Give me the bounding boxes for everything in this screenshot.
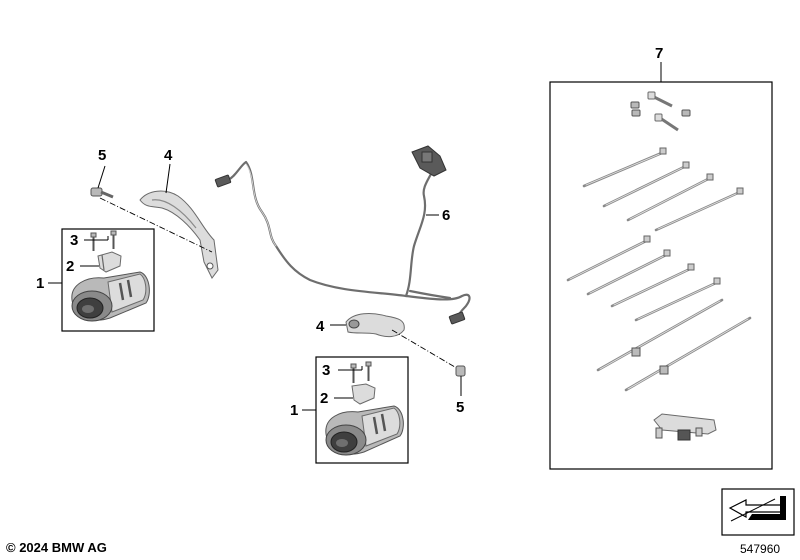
callout-7: 7	[655, 45, 663, 62]
callout-6: 6	[442, 207, 450, 224]
fog-light-kit-left	[48, 228, 155, 332]
kit-box	[549, 81, 773, 470]
assembly-axis-left	[99, 197, 213, 253]
kit-fasteners	[630, 91, 691, 132]
orientation-box	[721, 488, 795, 536]
screw-right-3	[350, 361, 372, 383]
copyright-label: © 2024 BMW AG	[6, 540, 107, 555]
bolt-right-5	[455, 365, 466, 396]
callout-4-right: 4	[316, 318, 325, 335]
mount-bracket-right-2	[351, 383, 376, 405]
fog-light-right-1	[325, 405, 404, 456]
wiring-harness-6	[214, 145, 471, 325]
callout-5-left: 5	[98, 147, 106, 164]
cable-ties	[566, 147, 752, 392]
bolt-left-5	[90, 165, 114, 199]
fog-light-box-left	[61, 228, 155, 332]
assembly-axis-right	[391, 329, 461, 371]
switch-connector	[411, 145, 447, 177]
callout-5-right: 5	[456, 399, 464, 416]
callout-2-right: 2	[320, 390, 328, 407]
connector-right	[448, 311, 466, 325]
connector-left	[214, 174, 232, 188]
bracket-left-4	[139, 163, 219, 279]
callout-1-left: 1	[36, 275, 44, 292]
fog-light-kit-right	[302, 356, 409, 464]
callout-1-right: 1	[290, 402, 298, 419]
screw-left-3	[90, 230, 117, 251]
mount-bracket-left-2	[97, 251, 122, 273]
callout-2-left: 2	[66, 258, 74, 275]
callout-4-left: 4	[164, 147, 173, 164]
diagram-number-label: 547960	[740, 542, 781, 556]
left-pointing-arrow-icon	[728, 496, 786, 522]
small-parts-kit-7	[549, 62, 773, 470]
clip-holder	[653, 413, 717, 441]
callout-3-right: 3	[322, 362, 330, 379]
fog-light-left-1	[71, 271, 150, 322]
callout-3-left: 3	[70, 232, 78, 249]
bracket-right-4	[330, 313, 405, 338]
